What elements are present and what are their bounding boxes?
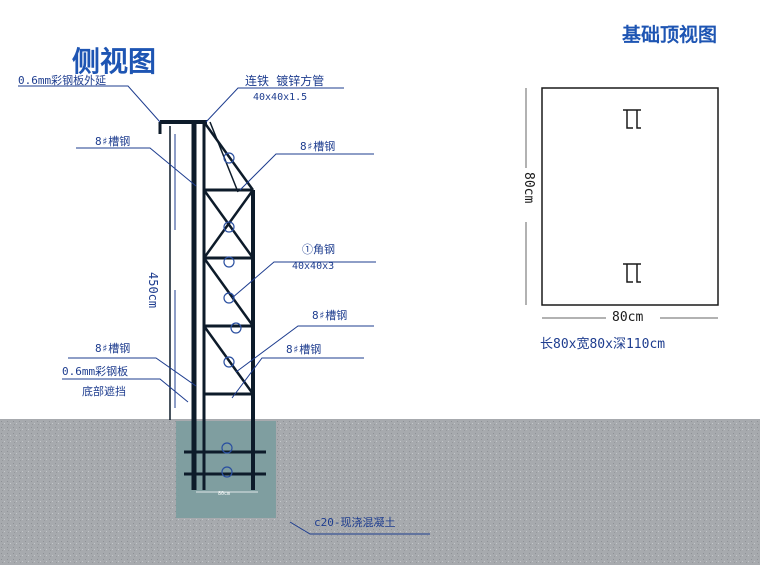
concrete-footing <box>176 421 276 518</box>
channel-top-left-label: 8♯槽钢 <box>95 135 131 148</box>
top-view-width-label: 80cm <box>612 310 644 325</box>
channel-bottom-left-label: 8♯槽钢 <box>95 342 131 355</box>
channel-symbols <box>623 109 641 283</box>
top-view-height-label: 80cm <box>521 172 536 204</box>
footing-width-label: 80cm <box>218 491 231 497</box>
channel-bottom-right-label: 8♯槽钢 <box>286 343 322 356</box>
footing-top-outline <box>541 87 719 306</box>
concrete-label: c20-现浇混凝土 <box>314 516 396 529</box>
angle-steel-label: ①角钢 <box>302 243 335 256</box>
bottom-sheet-label: 0.6mm彩钢板 <box>62 365 129 378</box>
footing-dimensions-label: 长80x宽80x深110cm <box>540 337 666 352</box>
leader-lines <box>18 85 430 535</box>
tie-tube-label: 连铁 镀锌方管 <box>245 74 325 88</box>
top-view-title: 基础顶视图 <box>622 24 718 46</box>
channel-mid-label: 8♯槽钢 <box>312 309 348 322</box>
angle-steel-size-label: 40x40x3 <box>292 261 335 272</box>
tie-tube-size-label: 40x40x1.5 <box>253 92 308 103</box>
channel-diagonal-label: 8♯槽钢 <box>300 140 336 153</box>
side-view-title: 侧视图 <box>72 45 157 78</box>
bolt-markers <box>221 152 242 478</box>
height-label: 450cm <box>146 272 160 309</box>
bottom-shield-label: 底部遮挡 <box>82 385 126 398</box>
sheet-extension-label: 0.6mm彩钢板外延 <box>18 74 107 87</box>
ground <box>0 419 760 565</box>
top-view-dimensions <box>525 88 718 319</box>
